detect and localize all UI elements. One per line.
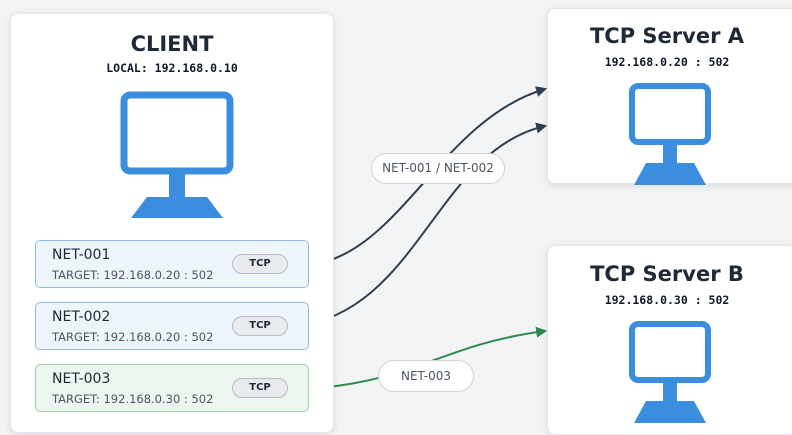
link-label-net-001-002: NET-001 / NET-002	[371, 153, 505, 184]
connection-row-net-003[interactable]: NET-003 TARGET: 192.168.0.30 : 502 TCP	[35, 364, 309, 412]
client-local-address: LOCAL: 192.168.0.10	[106, 61, 238, 75]
monitor-icon	[629, 83, 711, 185]
monitor-icon	[120, 91, 234, 218]
connection-row-net-001[interactable]: NET-001 TARGET: 192.168.0.20 : 502 TCP	[35, 240, 309, 288]
server-b-address: 192.168.0.30 : 502	[604, 293, 730, 307]
link-net-002	[308, 122, 548, 325]
protocol-badge: TCP	[232, 378, 288, 398]
connection-name: NET-003	[52, 371, 111, 387]
monitor-icon	[629, 321, 711, 423]
protocol-badge: TCP	[232, 316, 288, 336]
server-a-panel: TCP Server A 192.168.0.20 : 502	[547, 8, 792, 185]
connection-target: TARGET: 192.168.0.20 : 502	[52, 268, 214, 282]
link-label-net-003: NET-003	[378, 360, 474, 392]
protocol-badge: TCP	[232, 254, 288, 274]
connection-name: NET-001	[52, 247, 111, 263]
server-a-address: 192.168.0.20 : 502	[604, 55, 730, 69]
client-panel: CLIENT LOCAL: 192.168.0.10	[10, 13, 334, 433]
server-a-title: TCP Server A	[589, 24, 744, 48]
connection-target: TARGET: 192.168.0.20 : 502	[52, 330, 214, 344]
client-title: CLIENT	[130, 32, 214, 56]
server-b-title: TCP Server B	[590, 262, 744, 286]
server-b-panel: TCP Server B 192.168.0.30 : 502	[547, 245, 792, 435]
link-net-001	[308, 86, 548, 266]
connection-row-net-002[interactable]: NET-002 TARGET: 192.168.0.20 : 502 TCP	[35, 302, 309, 350]
connection-target: TARGET: 192.168.0.30 : 502	[52, 392, 214, 406]
connection-name: NET-002	[52, 309, 111, 325]
